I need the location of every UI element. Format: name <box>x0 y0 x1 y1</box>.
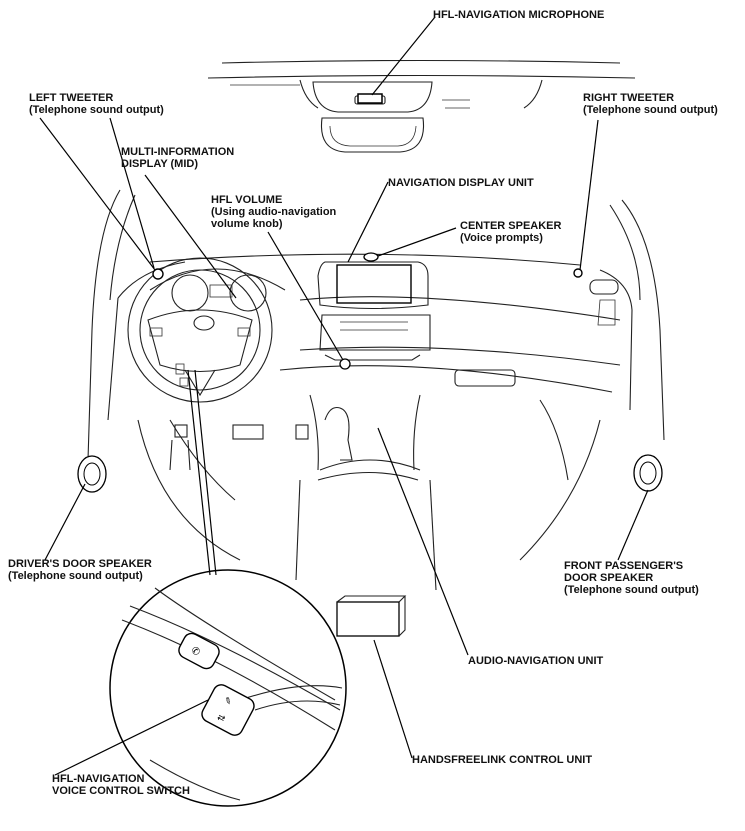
svg-text:✎: ✎ <box>222 696 233 708</box>
driver-door-speaker-label: DRIVER'S DOOR SPEAKER <box>8 558 152 570</box>
center-speaker-label: CENTER SPEAKER <box>460 220 562 232</box>
front-passenger-label-2: DOOR SPEAKER <box>564 572 653 584</box>
volume-knob-marker <box>339 358 351 370</box>
left-tweeter-marker <box>152 268 164 280</box>
voice-switch-label-1: HFL-NAVIGATION <box>52 773 145 785</box>
navigation-screen <box>336 264 412 304</box>
left-tweeter-label: LEFT TWEETER <box>29 92 113 104</box>
mid-label-line1: MULTI-INFORMATION <box>121 146 234 158</box>
handsfreelink-label: HANDSFREELINK CONTROL UNIT <box>412 754 592 766</box>
hfl-volume-sub2: volume knob) <box>211 218 283 230</box>
voice-switch-callout: ✆ ✎ ⇄ <box>109 569 347 807</box>
hfl-voice-control-switch: ✎ ⇄ <box>201 684 255 736</box>
dashboard <box>107 253 633 421</box>
rearview-mirror <box>320 117 425 153</box>
driver-door-speaker-sub: (Telephone sound output) <box>8 570 143 582</box>
left-tweeter-sub: (Telephone sound output) <box>29 104 164 116</box>
microphone-marker <box>357 93 383 104</box>
hfl-volume-sub1: (Using audio-navigation <box>211 206 337 218</box>
leader-lines <box>39 16 649 776</box>
a-pillars <box>87 189 665 461</box>
steering-wheel <box>127 257 273 403</box>
right-tweeter-sub: (Telephone sound output) <box>583 104 718 116</box>
audio-navigation-label: AUDIO-NAVIGATION UNIT <box>468 655 604 667</box>
steering-switch-upper: ✆ <box>178 632 220 670</box>
svg-text:⇄: ⇄ <box>215 712 227 725</box>
right-tweeter-label: RIGHT TWEETER <box>583 92 674 104</box>
microphone-label: HFL-NAVIGATION MICROPHONE <box>433 9 604 21</box>
hfl-volume-label: HFL VOLUME <box>211 194 282 206</box>
handsfreelink-unit-box <box>336 595 407 637</box>
instrument-cluster <box>149 268 286 312</box>
right-tweeter-marker <box>573 268 583 278</box>
center-speaker-marker <box>363 252 379 262</box>
voice-switch-label-2: VOICE CONTROL SWITCH <box>52 785 190 797</box>
mid-label-line2: DISPLAY (MID) <box>121 158 198 170</box>
windshield-header <box>207 59 636 109</box>
front-passenger-sub: (Telephone sound output) <box>564 584 699 596</box>
navigation-display-label: NAVIGATION DISPLAY UNIT <box>388 177 534 189</box>
passenger-door-speaker-marker <box>633 454 663 492</box>
front-passenger-label-1: FRONT PASSENGER'S <box>564 560 683 572</box>
driver-door-speaker-marker <box>77 455 107 493</box>
center-speaker-sub: (Voice prompts) <box>460 232 543 244</box>
center-stack <box>309 261 431 471</box>
